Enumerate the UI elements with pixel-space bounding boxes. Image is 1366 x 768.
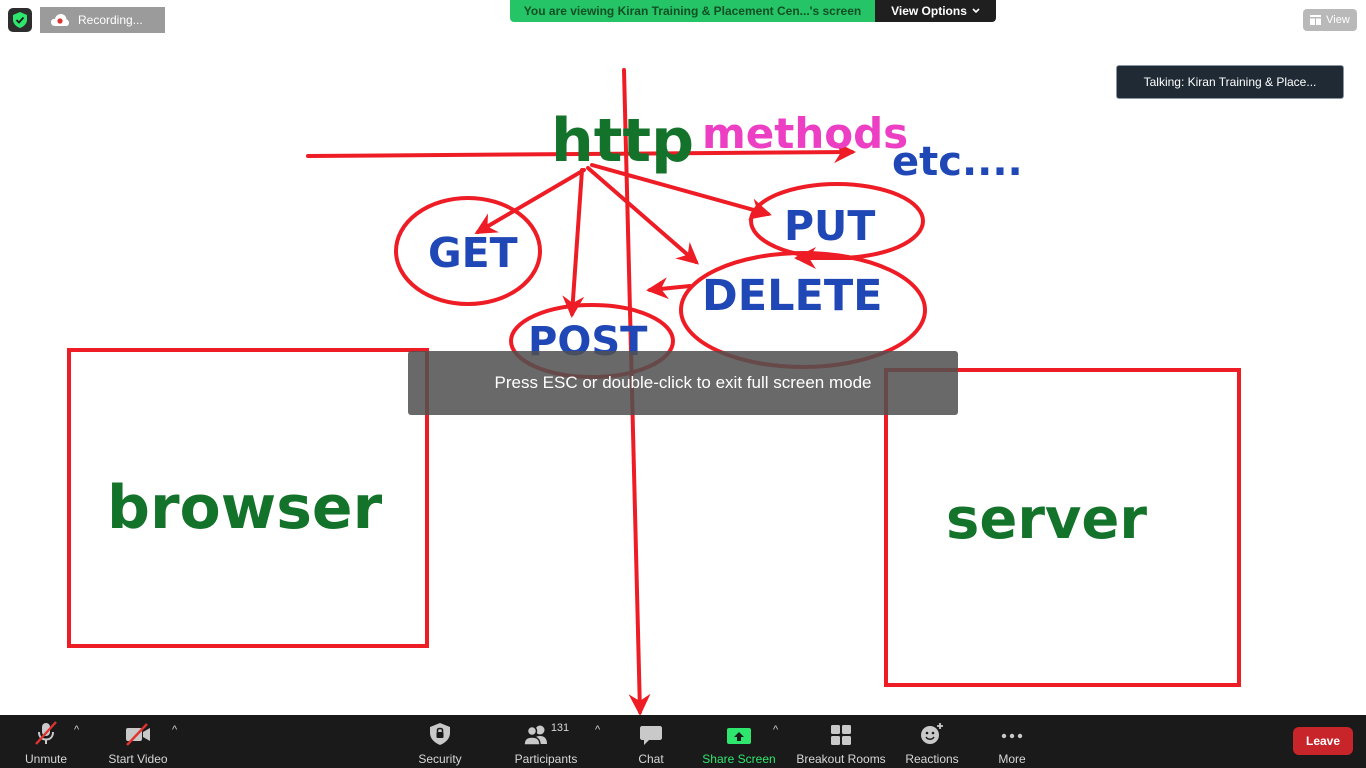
shared-screen: http methods etc.... GET PUT DELETE POST… <box>67 68 1241 715</box>
share-screen-icon <box>727 728 751 744</box>
server-box <box>884 368 1241 687</box>
cloud-record-icon <box>50 13 70 27</box>
arrow-delete-to-left <box>646 277 692 300</box>
browser-label: browser <box>107 473 383 543</box>
fullscreen-hint-toast: Press ESC or double-click to exit full s… <box>408 351 958 415</box>
view-button-label: View <box>1326 14 1350 26</box>
arrow-to-post <box>562 168 585 318</box>
audio-options-caret[interactable]: ^ <box>74 724 80 736</box>
share-screen-button[interactable]: Share Screen <box>700 715 778 768</box>
line-to-methods <box>306 141 856 164</box>
participants-label: Participants <box>514 752 578 766</box>
recording-label: Recording... <box>78 13 143 27</box>
shield-icon <box>430 723 450 745</box>
arrow-to-get <box>474 168 586 235</box>
active-speaker-indicator: Talking: Kiran Training & Place... <box>1116 65 1344 99</box>
recording-indicator[interactable]: Recording... <box>40 7 165 33</box>
security-label: Security <box>418 752 462 766</box>
arrow-to-put <box>590 163 772 220</box>
reactions-label: Reactions <box>905 752 959 766</box>
viewing-banner-text: You are viewing Kiran Training & Placeme… <box>510 0 875 22</box>
chat-button[interactable]: Chat <box>628 715 674 768</box>
breakout-rooms-icon <box>831 725 851 745</box>
breakout-rooms-button[interactable]: Breakout Rooms <box>794 715 888 768</box>
ellipsis-icon <box>1001 733 1023 739</box>
microphone-muted-icon <box>35 721 57 745</box>
grid-view-icon <box>1310 15 1322 25</box>
chat-label: Chat <box>638 752 664 766</box>
view-options-label: View Options <box>891 4 967 18</box>
more-button[interactable]: More <box>990 715 1034 768</box>
view-options-button[interactable]: View Options <box>875 0 996 22</box>
view-layout-button[interactable]: View <box>1303 9 1357 31</box>
share-options-caret[interactable]: ^ <box>773 724 779 736</box>
get-circle <box>394 196 542 306</box>
chat-bubble-icon <box>640 726 662 745</box>
viewing-banner: You are viewing Kiran Training & Placeme… <box>510 0 996 22</box>
methods-label: methods <box>702 109 909 158</box>
unmute-button[interactable]: Unmute <box>16 715 76 768</box>
participants-button[interactable]: 131 Participants <box>510 715 582 768</box>
arrow-to-delete <box>586 166 700 265</box>
participants-options-caret[interactable]: ^ <box>595 724 601 736</box>
delete-label: DELETE <box>702 271 883 321</box>
reactions-button[interactable]: Reactions <box>902 715 962 768</box>
put-circle <box>749 182 925 260</box>
video-camera-off-icon <box>126 723 150 746</box>
leave-button[interactable]: Leave <box>1293 727 1353 755</box>
http-label: http <box>551 106 695 176</box>
start-video-button[interactable]: Start Video <box>104 715 172 768</box>
participants-icon <box>523 725 547 746</box>
browser-box <box>67 348 429 648</box>
smiley-plus-icon <box>921 723 943 744</box>
more-label: More <box>998 752 1026 766</box>
meeting-toolbar: Unmute ^ Start Video ^ Security <box>0 715 1366 768</box>
start-video-label: Start Video <box>108 752 168 766</box>
server-label: server <box>946 487 1148 552</box>
put-label: PUT <box>784 202 876 250</box>
video-options-caret[interactable]: ^ <box>172 724 178 736</box>
security-shield-badge[interactable] <box>8 8 32 32</box>
get-label: GET <box>428 229 518 277</box>
breakout-rooms-label: Breakout Rooms <box>796 752 886 766</box>
whiteboard-drawing <box>67 68 1241 715</box>
shield-check-icon <box>13 12 27 28</box>
etc-label: etc.... <box>892 139 1023 185</box>
participant-count: 131 <box>550 722 570 734</box>
unmute-label: Unmute <box>24 752 68 766</box>
share-screen-label: Share Screen <box>702 752 776 766</box>
chevron-down-icon <box>972 8 980 14</box>
security-button[interactable]: Security <box>412 715 468 768</box>
